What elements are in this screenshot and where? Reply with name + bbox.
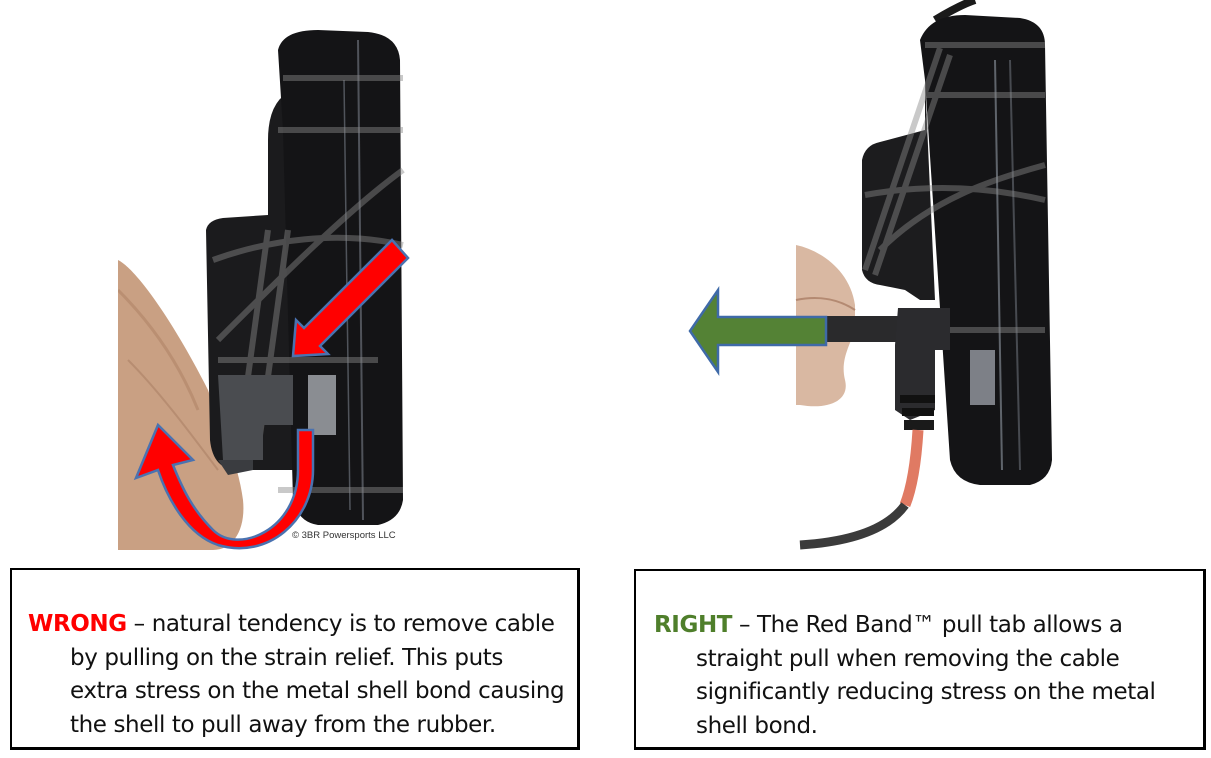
caption-text-right: RIGHT – The Red Band™ pull tab allows a … — [654, 609, 1199, 743]
wrong-method-photo — [118, 30, 418, 550]
caption-text-wrong: WRONG – natural tendency is to remove ca… — [28, 608, 568, 742]
right-label: RIGHT — [654, 612, 733, 638]
caption-box-right: RIGHT – The Red Band™ pull tab allows a … — [634, 569, 1206, 750]
caption-line: – natural tendency is to remove cable — [126, 611, 555, 637]
copyright-notice: © 3BR Powersports LLC — [292, 530, 396, 541]
caption-line: extra stress on the metal shell bond cau… — [70, 678, 565, 704]
caption-line: by pulling on the strain relief. This pu… — [70, 644, 503, 671]
caption-line: significantly reducing stress on the met… — [696, 679, 1156, 705]
caption-line: shell bond. — [696, 712, 818, 739]
caption-line: – The Red Band™ pull tab allows a — [732, 612, 1123, 638]
caption-box-wrong: WRONG – natural tendency is to remove ca… — [10, 568, 580, 750]
wrong-label: WRONG — [28, 611, 127, 637]
caption-line: the shell to pull away from the rubber. — [70, 711, 496, 738]
right-method-photo — [680, 0, 1080, 550]
caption-line: straight pull when removing the cable — [696, 645, 1120, 672]
